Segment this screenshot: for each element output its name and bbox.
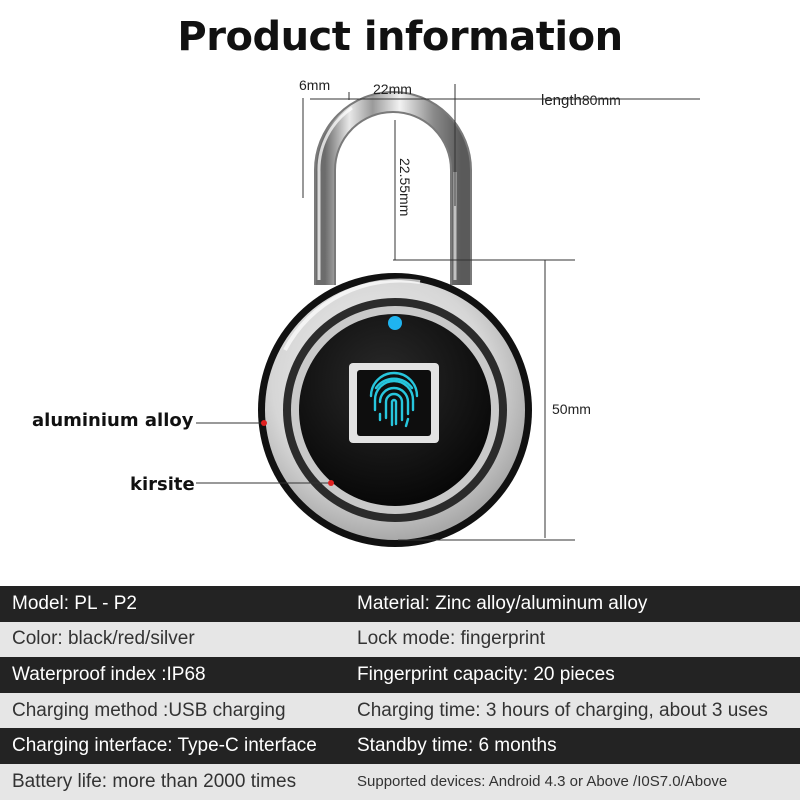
spec-row: Charging interface: Type-C interface Sta… — [0, 728, 800, 764]
shackle-width-label: 22mm — [373, 81, 412, 97]
shackle — [314, 91, 472, 285]
shackle-thickness-label: 6mm — [299, 77, 331, 93]
spec-supported-devices: Supported devices: Android 4.3 or Above … — [357, 773, 728, 791]
page-title: Product information — [177, 14, 623, 60]
aluminium-callout-dot — [261, 420, 267, 426]
spec-table: Model: PL - P2 Material: Zinc alloy/alum… — [0, 586, 800, 800]
body-height-label: 50mm — [552, 401, 591, 417]
padlock-illustration — [196, 84, 700, 547]
length-value: 80mm — [581, 92, 621, 108]
shackle-height-label: 22.55mm — [397, 158, 413, 217]
fingerprint-icon — [349, 363, 439, 443]
spec-row: Model: PL - P2 Material: Zinc alloy/alum… — [0, 586, 800, 622]
spec-charging-method: Charging method :USB charging — [12, 699, 286, 721]
dimension-lines — [196, 84, 700, 541]
length-label: length80mm — [541, 92, 621, 109]
spec-fingerprint-capacity: Fingerprint capacity: 20 pieces — [357, 663, 615, 685]
blue-indicator-dot — [388, 316, 402, 330]
spec-lock-mode: Lock mode: fingerprint — [357, 628, 545, 650]
spec-material: Material: Zinc alloy/aluminum alloy — [357, 592, 648, 614]
kirsite-callout: kirsite — [130, 474, 195, 495]
kirsite-callout-dot — [328, 480, 334, 486]
length-text: length — [541, 92, 582, 109]
spec-battery-life: Battery life: more than 2000 times — [12, 770, 297, 792]
aluminium-alloy-callout: aluminium alloy — [32, 410, 194, 431]
spec-row: Color: black/red/silver Lock mode: finge… — [0, 621, 800, 658]
spec-row: Battery life: more than 2000 times Suppo… — [0, 763, 800, 800]
spec-row: Charging method :USB charging Charging t… — [0, 692, 800, 729]
spec-color: Color: black/red/silver — [12, 628, 195, 650]
spec-charging-interface: Charging interface: Type-C interface — [12, 735, 317, 757]
spec-row: Waterproof index :IP68 Fingerprint capac… — [0, 657, 800, 693]
spec-standby-time: Standby time: 6 months — [357, 735, 557, 757]
spec-model: Model: PL - P2 — [12, 592, 137, 614]
spec-charging-time: Charging time: 3 hours of charging, abou… — [357, 699, 768, 721]
spec-waterproof: Waterproof index :IP68 — [12, 663, 206, 685]
